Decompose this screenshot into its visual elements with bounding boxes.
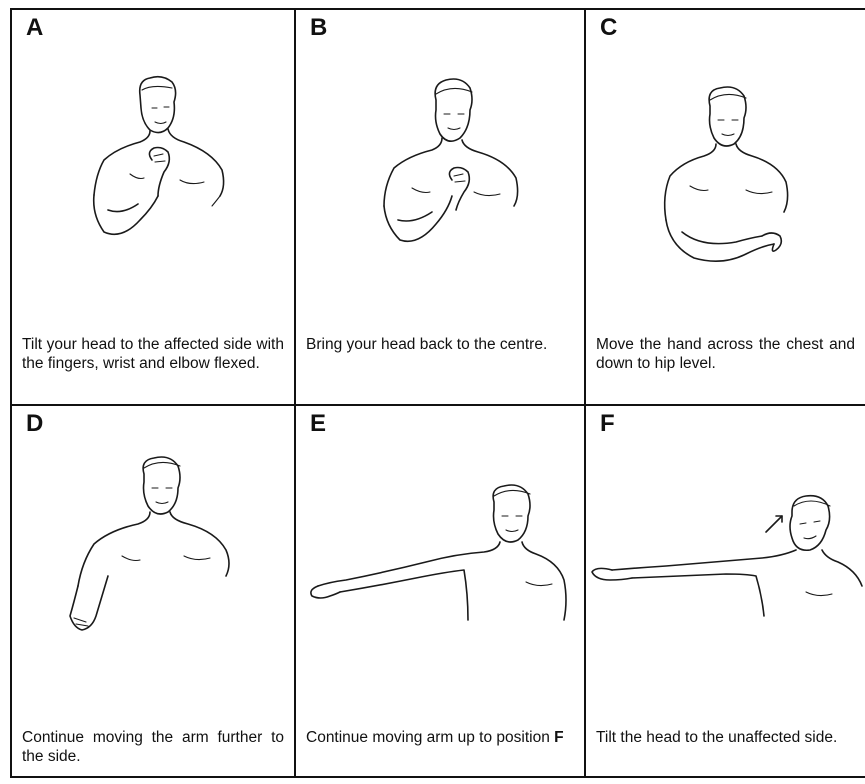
figure-c-hand-across-chest [586,10,865,310]
panel-d: D Continue moving the arm further to the… [12,406,294,776]
figure-d-arm-to-side [12,406,294,706]
panel-caption-e: Continue moving arm up to position F [306,728,574,747]
figure-a-flexed-arm [12,10,294,310]
panel-caption-b: Bring your head back to the centre. [306,335,574,354]
panel-caption-f: Tilt the head to the unaffected side. [596,728,855,747]
figure-b-head-centre [296,10,584,310]
panel-caption-c: Move the hand across the chest and down … [596,335,855,373]
figure-e-arm-raised [296,406,584,706]
exercise-sheet: A Tilt your head to the affected side wi… [10,8,865,778]
panel-caption-d: Continue moving the arm further to the s… [22,728,284,766]
outer-border-bottom [10,776,865,778]
panel-caption-a: Tilt your head to the affected side with… [22,335,284,373]
panel-e: E Continue moving arm up to position F [296,406,584,776]
figure-f-head-tilt [586,406,865,706]
panel-c: C Move the hand across the chest and dow… [586,10,865,404]
panel-b: B Bring your head back to the centre. [296,10,584,404]
panel-caption-e-bold: F [554,729,563,746]
panel-a: A Tilt your head to the affected side wi… [12,10,294,404]
panel-f: F Tilt the head to the unaffected side. [586,406,865,776]
panel-caption-e-text: Continue moving arm up to position [306,729,554,746]
